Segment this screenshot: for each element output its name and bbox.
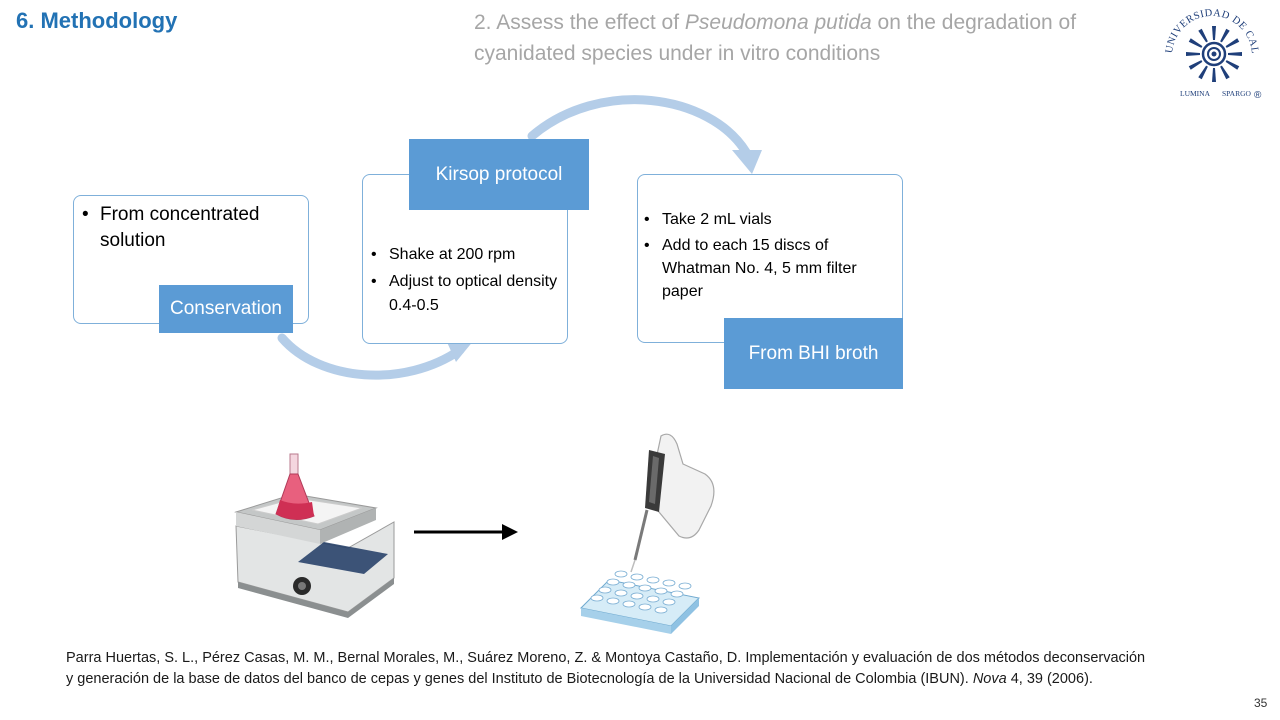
bullet-item: Take 2 mL vials bbox=[644, 208, 889, 231]
step-bhi-bullets: Take 2 mL vials Add to each 15 discs of … bbox=[644, 208, 889, 303]
arrow-curve-2 bbox=[527, 95, 751, 157]
university-logo: UNIVERSIDAD DE CALDAS LUMINA SPARGO ® bbox=[1158, 2, 1262, 101]
stirrer-illustration bbox=[234, 453, 395, 618]
step-conservation-bullets: From concentrated solution bbox=[82, 202, 297, 254]
logo-text-right: SPARGO bbox=[1222, 89, 1251, 98]
citation-journal: Nova bbox=[972, 671, 1007, 687]
arrow-head-1 bbox=[446, 340, 474, 362]
citation-details: 4, 39 (2006). bbox=[1006, 671, 1093, 687]
bullet-item: Add to each 15 discs of Whatman No. 4, 5… bbox=[644, 234, 889, 303]
step-kirsop-label: Kirsop protocol bbox=[409, 139, 589, 210]
step-conservation-label: Conservation bbox=[159, 285, 293, 333]
objective-subtitle: 2. Assess the effect of Pseudomona putid… bbox=[474, 7, 1164, 69]
step-kirsop-bullets: Shake at 200 rpm Adjust to optical densi… bbox=[371, 243, 561, 318]
step-bhi-label: From BHI broth bbox=[724, 318, 903, 389]
citation: Parra Huertas, S. L., Pérez Casas, M. M.… bbox=[66, 648, 1146, 690]
arrow-head-2 bbox=[732, 150, 762, 174]
citation-text: Parra Huertas, S. L., Pérez Casas, M. M.… bbox=[66, 650, 1146, 687]
objective-prefix: 2. Assess the effect of bbox=[474, 11, 685, 34]
objective-species: Pseudomona putida bbox=[684, 11, 872, 34]
bullet-item: Shake at 200 rpm bbox=[371, 243, 561, 267]
objective-suffix: on the degradation of cyanidated species… bbox=[474, 11, 1077, 65]
pipette-rack-illustration bbox=[579, 433, 715, 634]
page-number: 35 bbox=[1254, 696, 1268, 710]
arrow-curve-1 bbox=[277, 333, 465, 380]
bullet-item: Adjust to optical density 0.4-0.5 bbox=[371, 270, 561, 318]
step-bhi-box: Take 2 mL vials Add to each 15 discs of … bbox=[637, 174, 903, 343]
logo-registered: ® bbox=[1254, 90, 1262, 101]
section-title: 6. Methodology bbox=[16, 8, 178, 33]
image-arrow bbox=[414, 524, 518, 540]
logo-text-left: LUMINA bbox=[1180, 89, 1211, 98]
logo-emblem bbox=[1186, 26, 1242, 82]
bullet-item: From concentrated solution bbox=[82, 202, 297, 254]
